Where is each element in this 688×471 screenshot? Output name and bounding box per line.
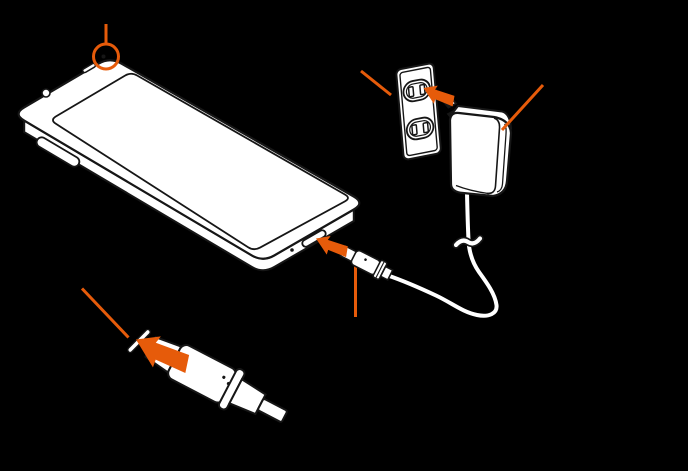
phone-side-button xyxy=(35,136,81,168)
cable-tie xyxy=(452,234,484,249)
socket-outlet-top xyxy=(402,78,431,103)
callout-line-wall-socket xyxy=(360,69,392,97)
phone-illustration xyxy=(17,54,361,272)
callout-line-type-c-connector xyxy=(80,287,130,339)
notification-light-dot xyxy=(101,54,106,59)
usb-type-c-connector-closeup xyxy=(127,328,288,423)
usb-cable-illustration xyxy=(386,191,499,318)
cable-path xyxy=(386,191,499,318)
socket-plate-inner-line xyxy=(399,66,438,157)
adapter-edge-contour xyxy=(486,117,501,195)
ac-adapter-illustration xyxy=(441,95,513,198)
socket-outlet-bottom xyxy=(405,116,435,141)
adapter-body xyxy=(448,111,513,198)
usb-port xyxy=(301,229,327,248)
microphone-dot xyxy=(290,248,294,252)
connector-neck xyxy=(379,265,394,282)
closeup-cable-stub xyxy=(257,398,288,423)
wall-socket-illustration xyxy=(395,62,442,161)
usb-cable-connector xyxy=(339,245,394,282)
callout-circle-icon xyxy=(92,42,120,71)
front-camera-icon xyxy=(41,88,51,98)
callout-line-ac-adapter xyxy=(500,83,545,132)
phone-screen xyxy=(52,72,349,251)
closeup-strain-relief xyxy=(228,377,267,416)
notification-light-callout xyxy=(92,24,120,71)
